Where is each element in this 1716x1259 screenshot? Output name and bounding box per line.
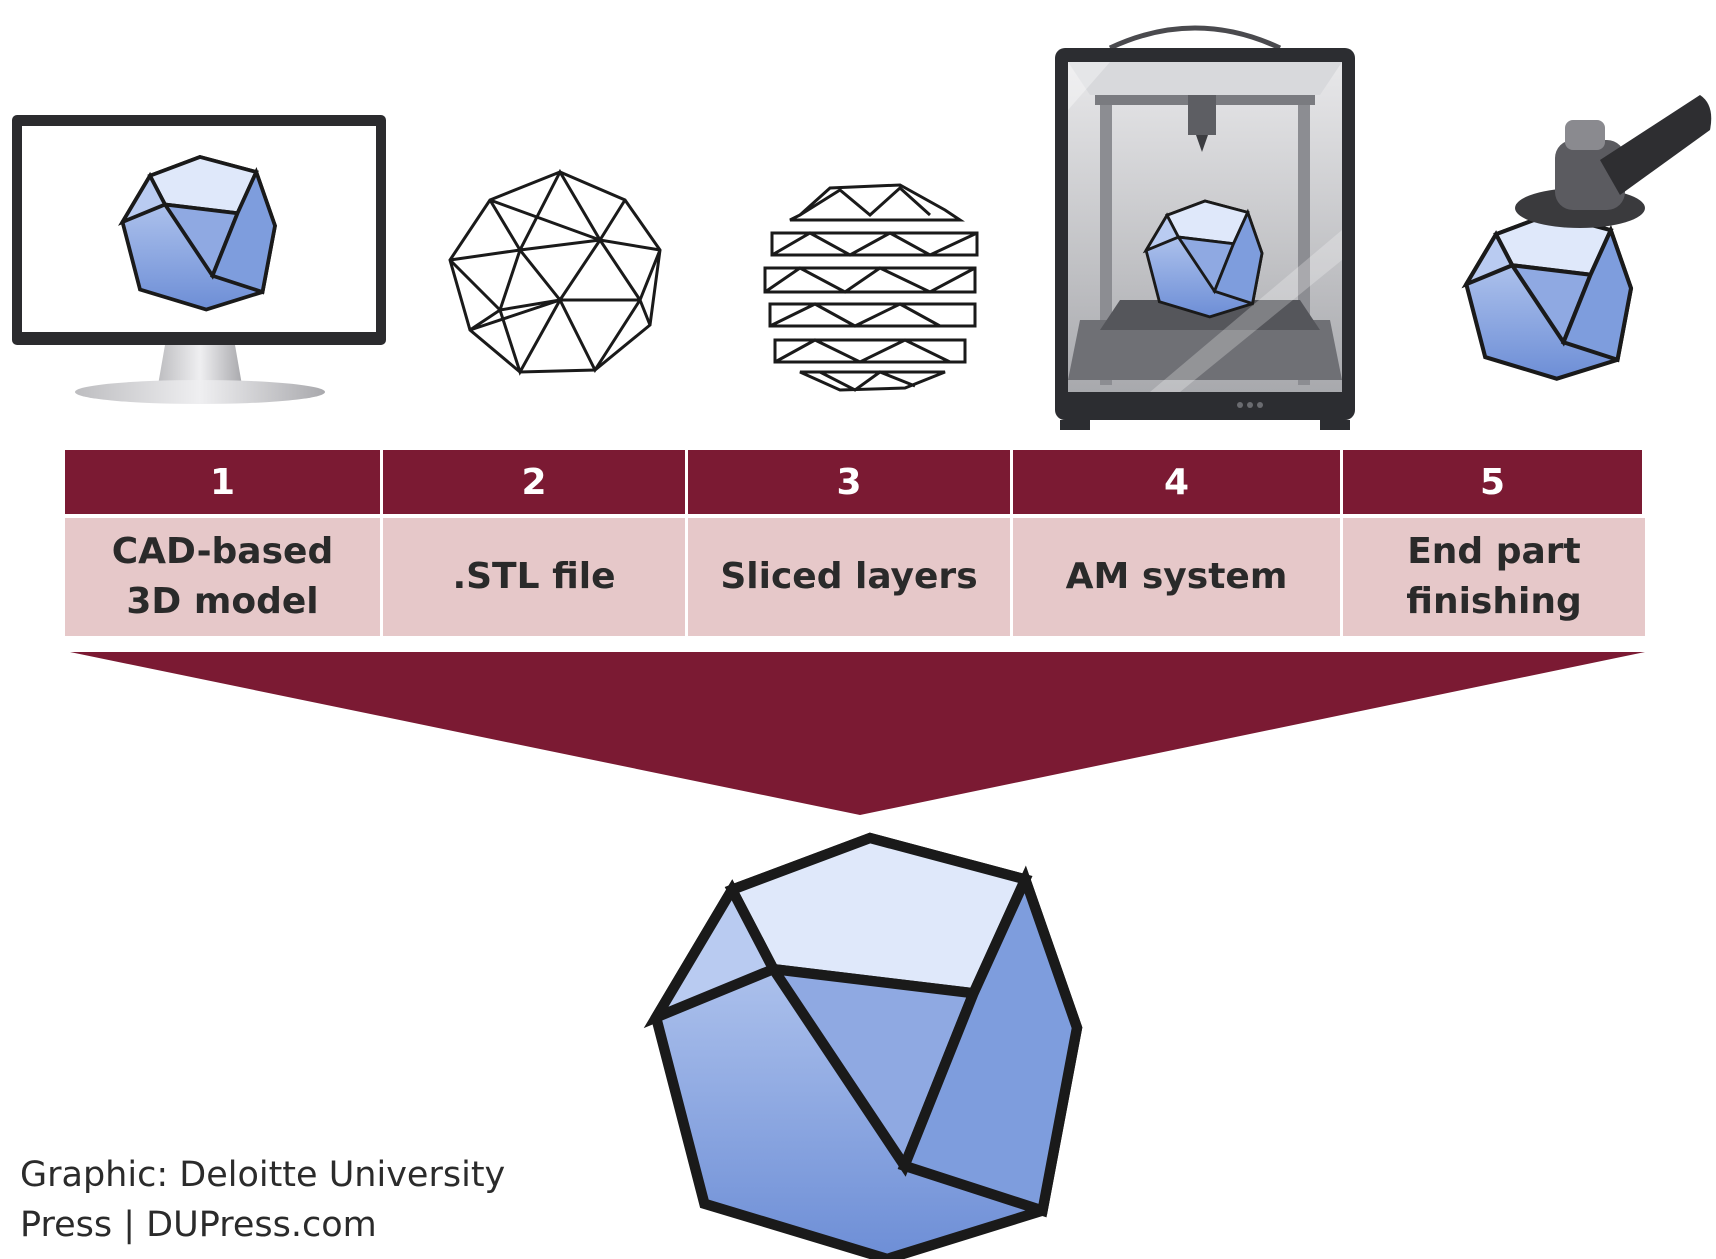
wireframe-mesh-icon [448,168,662,376]
step-label-1: CAD-based 3D model [65,514,383,636]
step-number-3: 3 [688,450,1013,514]
step-label-4: AM system [1013,514,1343,636]
credit-line-1: Graphic: Deloitte University [20,1155,506,1195]
step-label-3: Sliced layers [688,514,1013,636]
sliced-layers-icon [763,183,979,392]
angle-grinder-icon [1466,95,1712,379]
credit-line-2: Press | DUPress.com [20,1205,377,1245]
step-number-5: 5 [1343,450,1645,514]
process-steps-table: 1 2 3 4 5 CAD-based 3D model .STL file S… [65,450,1645,636]
step-number-1: 1 [65,450,383,514]
3d-printer-icon [1055,25,1355,430]
step-label-2: .STL file [383,514,688,636]
step-label-5: End part finishing [1343,514,1645,636]
step-number-4: 4 [1013,450,1343,514]
graphic-credit: Graphic: Deloitte University Press | DUP… [20,1150,580,1250]
computer-monitor-icon [12,115,386,404]
funnel-shape [70,652,1645,815]
step-number-2: 2 [383,450,688,514]
finished-part-icon [656,838,1077,1259]
